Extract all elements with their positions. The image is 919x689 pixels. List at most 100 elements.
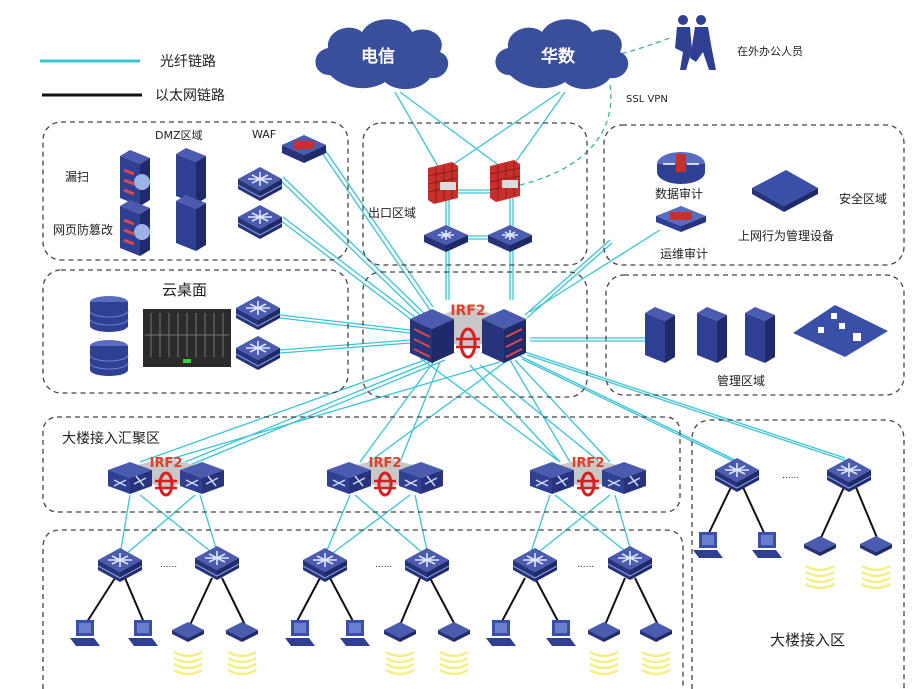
access-switch-icon: [607, 545, 653, 581]
management-platform-icon: [793, 305, 888, 357]
dmz-server-icon: [176, 148, 206, 204]
dmz-title: DMZ区域: [155, 129, 203, 142]
behavior-management-label: 上网行为管理设备: [738, 228, 834, 243]
access-switch-icon: [97, 547, 143, 583]
aggregation-irf-label: IRF2: [150, 456, 183, 471]
management-server-icon: [697, 307, 727, 363]
zone-security-border: [603, 124, 905, 266]
wireless-ap-icon: [438, 622, 470, 642]
pc-icon: [486, 620, 516, 646]
zone-exit-border: [362, 122, 588, 266]
aggregation-irf-label: IRF2: [369, 456, 402, 471]
pc-icon: [128, 620, 158, 646]
ellipsis: ......: [375, 560, 392, 570]
zone-core-border: [362, 271, 588, 398]
access-switch-icon: [404, 547, 450, 583]
wifi-signal-icon: [438, 650, 470, 676]
dmz-server-icon: [176, 195, 206, 251]
remote-workers-icon: [675, 15, 716, 70]
cloud-desktop-switch-icon: [235, 295, 281, 331]
wifi-signal-icon: [640, 650, 672, 676]
cloud-huashu-label: 华数: [541, 46, 576, 67]
zone-management: 管理区域: [645, 305, 888, 388]
exit-zone-title: 出口区域: [368, 206, 416, 220]
ellipsis: ......: [577, 560, 594, 570]
access-switch-icon: [826, 457, 872, 493]
blade-server-icon: [143, 309, 231, 367]
tamper-protection-label: 网页防篡改: [53, 222, 113, 237]
firewall-icon: [427, 161, 459, 205]
zone-access-right: ...... 大楼接入区: [693, 457, 892, 649]
wireless-ap-icon: [384, 622, 416, 642]
zone-cloud-desktop: 云桌面: [89, 281, 281, 376]
aggregation-irf-label: IRF2: [572, 456, 605, 471]
exit-switch-icon: [487, 224, 533, 253]
firewall-icon: [489, 159, 521, 203]
wifi-signal-icon: [860, 564, 892, 590]
cloud-telecom-label: 电信: [361, 46, 395, 67]
ops-audit-icon: [656, 206, 706, 232]
zone-management-border: [605, 274, 905, 396]
zone-security: 数据审计 运维审计 上网行为管理设备 安全区域: [655, 152, 887, 261]
dmz-switch-icon: [237, 204, 283, 240]
access-switch-icon: [194, 545, 240, 581]
wireless-ap-icon: [588, 622, 620, 642]
fiber-links: [119, 91, 848, 556]
zone-dmz: DMZ区域 WAF 漏扫 网页防篡改: [53, 128, 326, 256]
cloud-huashu: 华数: [495, 19, 629, 90]
management-zone-title: 管理区域: [717, 373, 765, 388]
aggregation-zone-title: 大楼接入汇聚区: [62, 430, 160, 447]
ssl-vpn-label: SSL VPN: [626, 94, 668, 105]
cloud-desktop-switch-icon: [235, 335, 281, 371]
data-audit-label: 数据审计: [655, 186, 703, 201]
core-irf-label: IRF2: [450, 303, 485, 319]
access-layer-left: ...... ...... ......: [70, 545, 672, 676]
pc-icon: [285, 620, 315, 646]
ethernet-links: [707, 484, 879, 541]
remote-workers-label: 在外办公人员: [737, 45, 803, 58]
legend-ethernet-label: 以太网链路: [155, 88, 225, 104]
access-switch-icon: [512, 547, 558, 583]
exit-switch-icon: [423, 224, 469, 253]
wireless-ap-icon: [172, 622, 204, 642]
access-zone-title: 大楼接入区: [770, 631, 845, 649]
ops-audit-label: 运维审计: [660, 246, 708, 261]
ethernet-links: [84, 577, 659, 626]
pc-icon: [546, 620, 576, 646]
wireless-ap-icon: [804, 536, 836, 556]
zone-borders: [42, 121, 905, 689]
pc-icon: [693, 532, 723, 558]
ssl-vpn-link: [519, 84, 612, 186]
access-switch-icon: [302, 547, 348, 583]
pc-icon: [70, 620, 100, 646]
storage-icon: [89, 340, 129, 376]
security-zone-title: 安全区域: [839, 191, 887, 206]
waf-icon: [282, 135, 326, 163]
zone-aggregation: 大楼接入汇聚区 IRF2 IRF2 IRF2: [62, 430, 648, 497]
zone-access-right-border: [691, 419, 905, 689]
zone-core: IRF2: [408, 303, 528, 365]
waf-label: WAF: [252, 128, 276, 141]
wireless-ap-icon: [226, 622, 258, 642]
legend-fiber-label: 光纤链路: [160, 54, 216, 70]
cloud-telecom: 电信: [315, 19, 449, 90]
behavior-management-device-icon: [752, 170, 818, 212]
legend: 光纤链路 以太网链路: [40, 54, 225, 104]
zone-exit: 出口区域: [368, 159, 533, 253]
wireless-ap-icon: [640, 622, 672, 642]
management-server-icon: [745, 307, 775, 363]
ellipsis: ......: [160, 560, 177, 570]
storage-icon: [89, 296, 129, 332]
wifi-signal-icon: [804, 564, 836, 590]
wireless-ap-icon: [860, 536, 892, 556]
access-switch-icon: [714, 457, 760, 493]
tamper-server-icon: [120, 200, 150, 256]
scanner-label: 漏扫: [65, 170, 89, 184]
wifi-signal-icon: [172, 650, 204, 676]
ellipsis: ......: [782, 471, 799, 481]
wifi-signal-icon: [588, 650, 620, 676]
pc-icon: [752, 532, 782, 558]
wifi-signal-icon: [226, 650, 258, 676]
zone-dmz-border: [42, 121, 349, 261]
